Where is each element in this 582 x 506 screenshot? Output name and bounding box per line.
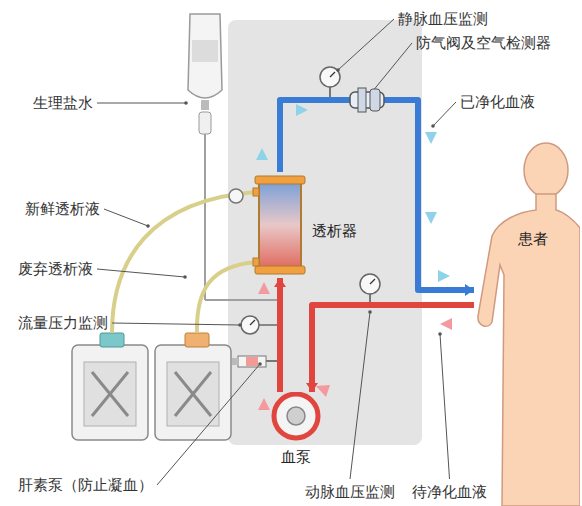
leader-line <box>338 19 394 70</box>
connector-arrowhead <box>306 383 318 392</box>
patient-shape <box>474 140 580 506</box>
blood-tube <box>277 278 283 392</box>
leader-dot <box>183 275 187 279</box>
leader-line <box>440 334 450 479</box>
callout-label: 静脉血压监测 <box>398 10 488 28</box>
callout-label: 动脉血压监测 <box>305 483 395 501</box>
leader-line <box>372 43 412 92</box>
flow-pressure-gauge <box>241 316 278 334</box>
inlet-gauge <box>229 189 243 203</box>
blood-tube <box>312 305 474 392</box>
leader-line <box>350 312 370 479</box>
fresh-dialysate-tube <box>112 192 256 333</box>
leader-dot <box>184 101 188 105</box>
dialysate-jugs <box>72 333 231 440</box>
callout-label: 生理盐水 <box>33 94 93 112</box>
leader-line <box>97 103 186 104</box>
leader-dot <box>258 362 262 366</box>
callout-label: 肝素泵（防止凝血） <box>18 476 153 494</box>
leader-line <box>433 102 456 126</box>
leader-line <box>104 209 148 226</box>
leader-dot <box>336 68 340 72</box>
leader-dot <box>438 332 442 336</box>
leader-dot <box>368 310 372 314</box>
machine-panel <box>228 20 422 445</box>
callout-label: 已净化血液 <box>460 93 535 111</box>
leader-dot <box>431 124 435 128</box>
connector-arrowhead <box>465 284 474 296</box>
patient: 患者 <box>474 140 580 506</box>
blood-pump: 血泵 <box>270 392 322 476</box>
callout-label: 防气阀及空气检测器 <box>416 34 551 52</box>
node-label: 透析器 <box>312 222 357 240</box>
callout-label: 待净化血液 <box>412 483 487 501</box>
leader-line <box>97 269 185 277</box>
blood-tube <box>280 100 474 290</box>
node-label: 血泵 <box>281 448 311 466</box>
callout-label: 新鲜透析液 <box>25 200 100 218</box>
leader-line <box>112 323 240 325</box>
flow-arrows-dirty <box>258 282 452 410</box>
dialyzer: 透析器 <box>252 172 363 278</box>
leader-dot <box>238 323 242 327</box>
leader-line <box>157 364 260 485</box>
air-detector <box>350 88 384 112</box>
callout-label: 废弃透析液 <box>18 260 93 278</box>
arterial-pressure-gauge <box>360 274 380 303</box>
heparin-syringe <box>232 356 278 367</box>
leader-dot <box>146 224 150 228</box>
venous-pressure-gauge <box>320 67 340 98</box>
callout-label: 流量压力监测 <box>18 314 108 332</box>
connector-arrowhead <box>274 278 286 287</box>
node-label: 患者 <box>518 230 548 248</box>
